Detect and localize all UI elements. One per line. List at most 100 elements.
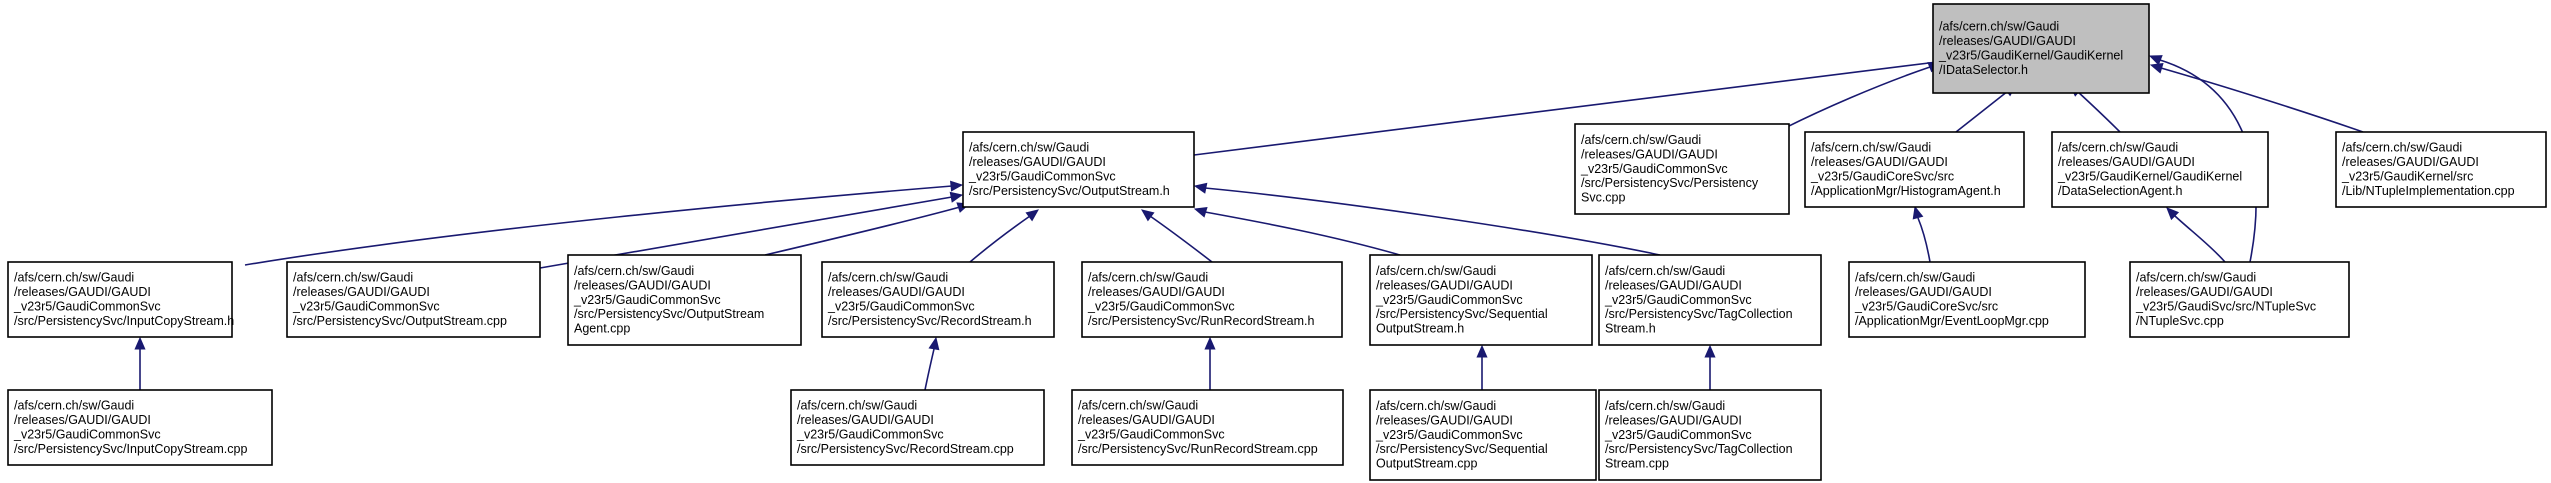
- node-label-line: /afs/cern.ch/sw/Gaudi: [2058, 141, 2178, 155]
- edge-arrowhead: [1140, 209, 1155, 222]
- node-label-line: /releases/GAUDI/GAUDI: [2342, 155, 2479, 169]
- node-label-line: /releases/GAUDI/GAUDI: [1078, 413, 1215, 427]
- node-box: [1081, 261, 1343, 338]
- node-label-line: /src/PersistencySvc/RunRecordStream.h: [1088, 314, 1315, 328]
- node-label-line: /releases/GAUDI/GAUDI: [2058, 155, 2195, 169]
- node-label-line: _v23r5/GaudiCommonSvc: [13, 428, 161, 442]
- node-label-line: /releases/GAUDI/GAUDI: [14, 413, 151, 427]
- node-box: [821, 261, 1055, 338]
- node-label-line: _v23r5/GaudiCommonSvc: [1604, 293, 1752, 307]
- node-label-line: _v23r5/GaudiCommonSvc: [292, 300, 440, 314]
- edge-arrowhead: [1193, 206, 1208, 218]
- node-label-line: OutputStream.h: [1376, 322, 1464, 336]
- node-label-line: OutputStream.cpp: [1376, 457, 1477, 471]
- node-label-line: _v23r5/GaudiCoreSvc/src: [1854, 300, 1998, 314]
- node-histogramagent-h[interactable]: /afs/cern.ch/sw/Gaudi/releases/GAUDI/GAU…: [1804, 131, 2025, 208]
- node-box: [962, 131, 1195, 208]
- node-inputcopystream-h[interactable]: /afs/cern.ch/sw/Gaudi/releases/GAUDI/GAU…: [7, 261, 234, 338]
- node-label-line: /releases/GAUDI/GAUDI: [1939, 34, 2076, 48]
- edge-eventloopmgr-cpp-to-histogramagent-h: [1912, 205, 1931, 263]
- node-runrecordstream-cpp[interactable]: /afs/cern.ch/sw/Gaudi/releases/GAUDI/GAU…: [1071, 389, 1344, 466]
- node-label-line: /afs/cern.ch/sw/Gaudi: [1088, 271, 1208, 285]
- edge-arrowhead: [134, 336, 146, 350]
- node-outputstream-cpp[interactable]: /afs/cern.ch/sw/Gaudi/releases/GAUDI/GAU…: [286, 261, 541, 338]
- node-label-line: /afs/cern.ch/sw/Gaudi: [1376, 264, 1496, 278]
- node-recordstream-cpp[interactable]: /afs/cern.ch/sw/Gaudi/releases/GAUDI/GAU…: [790, 389, 1045, 466]
- node-label-line: /afs/cern.ch/sw/Gaudi: [1811, 141, 1931, 155]
- nodes-layer: /afs/cern.ch/sw/Gaudi/releases/GAUDI/GAU…: [7, 3, 2547, 481]
- node-box: [1071, 389, 1344, 466]
- node-sequentialoutputstream-h[interactable]: /afs/cern.ch/sw/Gaudi/releases/GAUDI/GAU…: [1369, 254, 1593, 346]
- node-persistencysvc-cpp[interactable]: /afs/cern.ch/sw/Gaudi/releases/GAUDI/GAU…: [1574, 123, 1790, 215]
- node-label-line: /releases/GAUDI/GAUDI: [14, 285, 151, 299]
- node-label-line: _v23r5/GaudiSvc/src/NTupleSvc: [2135, 300, 2316, 314]
- edge-runrecordstream-cpp-to-runrecordstream-h: [1204, 336, 1216, 390]
- node-label-line: /releases/GAUDI/GAUDI: [797, 413, 934, 427]
- node-label-line: /releases/GAUDI/GAUDI: [1811, 155, 1948, 169]
- edge-arrowhead: [2148, 55, 2163, 66]
- node-label-line: /ApplicationMgr/EventLoopMgr.cpp: [1855, 314, 2049, 328]
- node-label-line: _v23r5/GaudiCommonSvc: [796, 428, 944, 442]
- node-ntuplesvc-cpp[interactable]: /afs/cern.ch/sw/Gaudi/releases/GAUDI/GAU…: [2129, 261, 2350, 338]
- node-label-line: _v23r5/GaudiCommonSvc: [968, 170, 1116, 184]
- node-label-line: /afs/cern.ch/sw/Gaudi: [1078, 399, 1198, 413]
- node-label-line: /afs/cern.ch/sw/Gaudi: [14, 399, 134, 413]
- node-label-line: /releases/GAUDI/GAUDI: [828, 285, 965, 299]
- node-box: [1369, 254, 1593, 346]
- node-inputcopystream-cpp[interactable]: /afs/cern.ch/sw/Gaudi/releases/GAUDI/GAU…: [7, 389, 273, 466]
- node-box: [2335, 131, 2547, 208]
- edge-recordstream-h-to-outputstream-h: [969, 209, 1040, 263]
- node-label-line: /releases/GAUDI/GAUDI: [1376, 278, 1513, 292]
- edge-arrowhead: [1193, 182, 1208, 194]
- edge-arrowhead: [949, 191, 964, 203]
- node-outputstreamagent-cpp[interactable]: /afs/cern.ch/sw/Gaudi/releases/GAUDI/GAU…: [567, 254, 802, 346]
- node-box: [7, 389, 273, 466]
- node-sequentialoutputstream-cpp[interactable]: /afs/cern.ch/sw/Gaudi/releases/GAUDI/GAU…: [1369, 389, 1597, 481]
- node-box: [1369, 389, 1597, 481]
- node-label-line: _v23r5/GaudiCommonSvc: [1375, 293, 1523, 307]
- node-label-line: Svc.cpp: [1581, 191, 1626, 205]
- edge-arrowhead: [1025, 209, 1040, 222]
- node-recordstream-h[interactable]: /afs/cern.ch/sw/Gaudi/releases/GAUDI/GAU…: [821, 261, 1055, 338]
- edge-runrecordstream-h-to-outputstream-h: [1140, 209, 1213, 263]
- node-box: [1598, 254, 1822, 346]
- node-label-line: /releases/GAUDI/GAUDI: [1855, 285, 1992, 299]
- node-box: [1574, 123, 1790, 215]
- node-label-line: /releases/GAUDI/GAUDI: [574, 278, 711, 292]
- node-eventloopmgr-cpp[interactable]: /afs/cern.ch/sw/Gaudi/releases/GAUDI/GAU…: [1848, 261, 2086, 338]
- node-label-line: _v23r5/GaudiCommonSvc: [1604, 428, 1752, 442]
- node-label-line: /src/PersistencySvc/OutputStream: [574, 307, 764, 321]
- node-box: [1848, 261, 2086, 338]
- node-box: [1932, 3, 2150, 94]
- node-label-line: /src/PersistencySvc/TagCollection: [1605, 442, 1793, 456]
- node-label-line: /NTupleSvc.cpp: [2136, 314, 2224, 328]
- node-label-line: _v23r5/GaudiKernel/GaudiKernel: [2057, 170, 2242, 184]
- node-box: [7, 261, 233, 338]
- node-label-line: /afs/cern.ch/sw/Gaudi: [2342, 141, 2462, 155]
- node-tagcollectionstream-h[interactable]: /afs/cern.ch/sw/Gaudi/releases/GAUDI/GAU…: [1598, 254, 1822, 346]
- node-label-line: /releases/GAUDI/GAUDI: [1376, 413, 1513, 427]
- node-ntupleimplementation-cpp[interactable]: /afs/cern.ch/sw/Gaudi/releases/GAUDI/GAU…: [2335, 131, 2547, 208]
- node-label-line: /afs/cern.ch/sw/Gaudi: [1855, 271, 1975, 285]
- edge-sequentialoutputstream-cpp-to-sequentialoutputstream-h: [1476, 344, 1488, 390]
- edge-inputcopystream-cpp-to-inputcopystream-h: [134, 336, 146, 390]
- node-label-line: /src/PersistencySvc/InputCopyStream.h: [14, 314, 234, 328]
- node-label-line: /ApplicationMgr/HistogramAgent.h: [1811, 184, 2001, 198]
- node-label-line: /releases/GAUDI/GAUDI: [1605, 278, 1742, 292]
- node-runrecordstream-h[interactable]: /afs/cern.ch/sw/Gaudi/releases/GAUDI/GAU…: [1081, 261, 1343, 338]
- node-label-line: /src/PersistencySvc/Sequential: [1376, 442, 1548, 456]
- edge-arrowhead: [1476, 344, 1488, 358]
- edge-persistencysvc-cpp-to-root: [1776, 62, 1942, 133]
- node-label-line: Stream.cpp: [1605, 457, 1669, 471]
- edge-arrowhead: [1912, 205, 1924, 220]
- node-label-line: /src/PersistencySvc/InputCopyStream.cpp: [14, 442, 247, 456]
- node-box: [286, 261, 541, 338]
- edge-arrowhead: [2149, 62, 2164, 74]
- node-dataselectionagent-h[interactable]: /afs/cern.ch/sw/Gaudi/releases/GAUDI/GAU…: [2051, 131, 2269, 208]
- node-label-line: /afs/cern.ch/sw/Gaudi: [1581, 133, 1701, 147]
- node-tagcollectionstream-cpp[interactable]: /afs/cern.ch/sw/Gaudi/releases/GAUDI/GAU…: [1598, 389, 1822, 481]
- node-label-line: _v23r5/GaudiCommonSvc: [1580, 162, 1728, 176]
- node-box: [1598, 389, 1822, 481]
- node-outputstream-h[interactable]: /afs/cern.ch/sw/Gaudi/releases/GAUDI/GAU…: [962, 131, 1195, 208]
